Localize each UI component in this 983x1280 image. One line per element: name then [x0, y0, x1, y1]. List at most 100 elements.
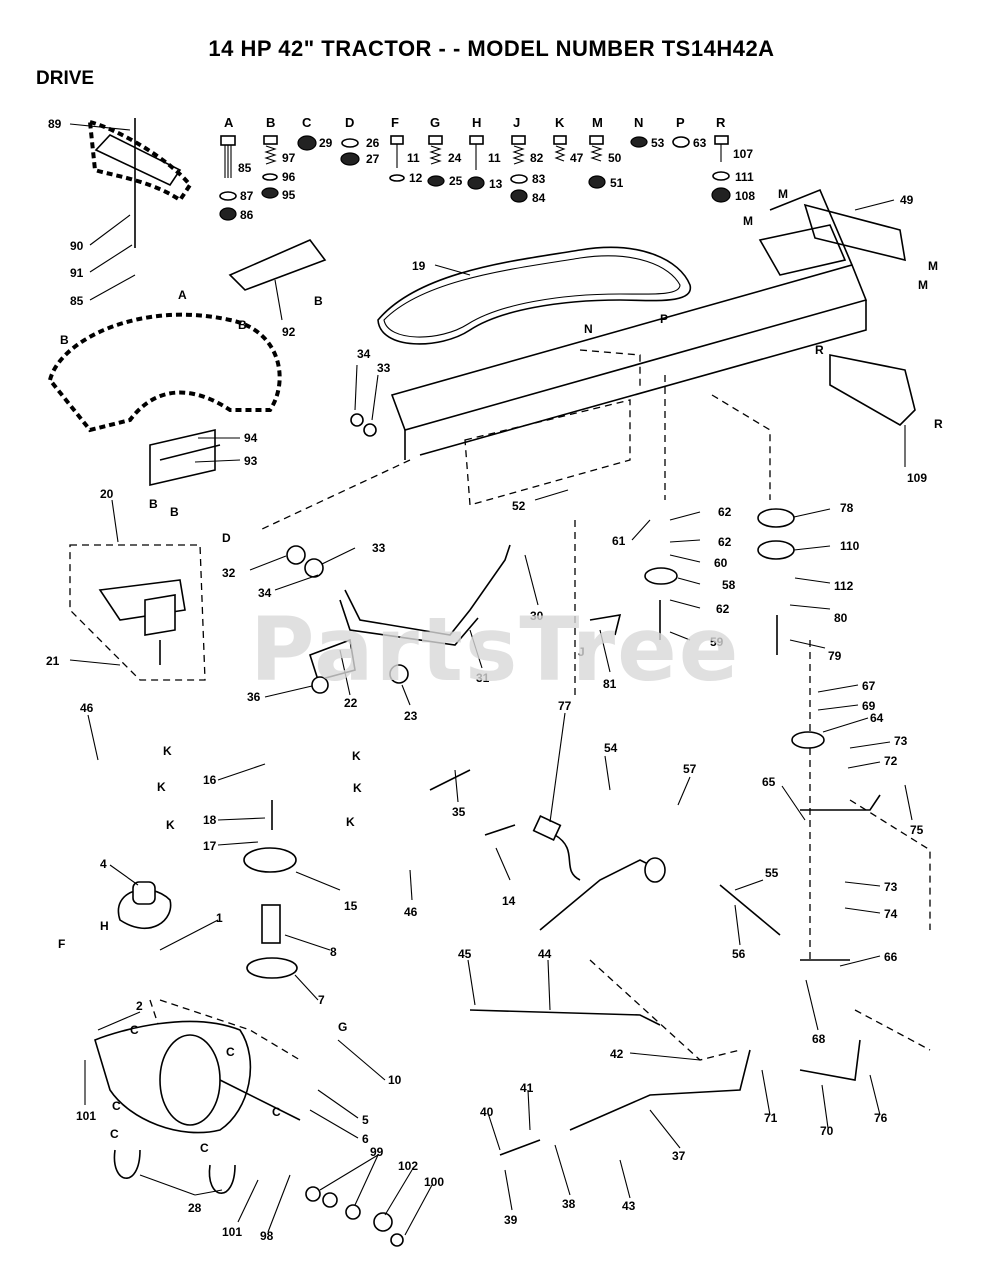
bolt-head-icon	[553, 135, 567, 145]
ref-letter-c2: C	[226, 1045, 235, 1059]
callout-67: 67	[862, 679, 876, 693]
callout-100: 100	[424, 1175, 444, 1189]
callout-2: 2	[136, 999, 143, 1013]
hw-letter-f: F	[391, 115, 399, 130]
callout-57: 57	[683, 762, 697, 776]
ref-letter-c5: C	[110, 1127, 119, 1141]
seat-bracket-outline	[87, 119, 193, 203]
callout-94: 94	[244, 431, 258, 445]
callout-45: 45	[458, 947, 472, 961]
callout-38: 38	[562, 1197, 576, 1211]
callout-54a: 54	[604, 741, 618, 755]
hw-num-g2: 25	[449, 174, 463, 188]
ref-letter-n: N	[584, 322, 593, 336]
callout-18: 18	[203, 813, 217, 827]
hw-num-d1: 26	[366, 136, 380, 150]
ref-letter-k3: K	[166, 818, 175, 832]
callout-98: 98	[260, 1229, 274, 1243]
callout-56: 56	[732, 947, 746, 961]
hw-num-j2: 83	[532, 172, 546, 186]
callout-73a: 73	[894, 734, 908, 748]
ref-letter-b2: B	[238, 318, 247, 332]
callout-44: 44	[538, 947, 552, 961]
nut-icon	[427, 175, 445, 187]
callout-14: 14	[502, 894, 516, 908]
callout-1: 1	[216, 911, 223, 925]
callout-110: 110	[840, 539, 860, 553]
bolt-head-icon	[469, 135, 484, 145]
hw-letter-n: N	[634, 115, 643, 130]
callout-40: 40	[480, 1105, 494, 1119]
frame-line-art	[47, 118, 931, 1247]
ref-letter-d: D	[222, 531, 231, 545]
hw-num-d2: 27	[366, 152, 380, 166]
callout-101b: 101	[222, 1225, 242, 1239]
hw-letter-p: P	[676, 115, 685, 130]
callout-62b: 62	[718, 535, 732, 549]
hardware-legend: A B C D F G H J K M N P R 85 87 86 97 96…	[219, 115, 755, 222]
washer-icon	[672, 136, 690, 148]
callout-labels: 89 90 91 85 92 19 49 34 33 94 93 20 52 1…	[46, 117, 927, 1243]
callout-73b: 73	[884, 880, 898, 894]
callout-81: 81	[603, 677, 617, 691]
section-title: DRIVE	[36, 68, 95, 89]
ref-letter-b5: B	[60, 333, 69, 347]
knob-4	[132, 881, 156, 905]
ref-letter-m1: M	[778, 187, 788, 201]
callout-85: 85	[70, 294, 84, 308]
callout-46a: 46	[80, 701, 94, 715]
hw-letter-c: C	[302, 115, 312, 130]
bolt-head-icon	[589, 135, 604, 145]
ref-letter-m2: M	[743, 214, 753, 228]
hw-num-j3: 84	[532, 191, 546, 205]
nut-icon	[261, 187, 279, 199]
hw-num-a2: 87	[240, 189, 254, 203]
callout-35: 35	[452, 805, 466, 819]
bracket-92	[228, 239, 327, 291]
ref-letter-k6: K	[346, 815, 355, 829]
callout-62c: 62	[716, 602, 730, 616]
callout-71: 71	[764, 1111, 778, 1125]
callout-55: 55	[765, 866, 779, 880]
ref-letter-g: G	[338, 1020, 347, 1034]
hw-num-j1: 82	[530, 151, 544, 165]
ref-letter-j: J	[578, 645, 585, 659]
ref-letter-k4: K	[352, 749, 361, 763]
callout-59: 59	[710, 635, 724, 649]
callout-43: 43	[622, 1199, 636, 1213]
ref-letter-m3: M	[928, 259, 938, 273]
hw-num-h2: 13	[489, 177, 503, 191]
callout-46b: 46	[404, 905, 418, 919]
callout-15: 15	[344, 899, 358, 913]
hw-num-f1: 11	[407, 151, 420, 165]
callout-70: 70	[820, 1124, 834, 1138]
callout-33b: 33	[372, 541, 386, 555]
callout-79: 79	[828, 649, 842, 663]
callout-34a: 34	[357, 347, 371, 361]
callout-80: 80	[834, 611, 848, 625]
hw-num-a1: 85	[238, 161, 252, 175]
hw-num-k1: 47	[570, 151, 584, 165]
callout-68: 68	[812, 1032, 826, 1046]
callout-75: 75	[910, 823, 924, 837]
hw-letter-h: H	[472, 115, 481, 130]
bracket-49	[803, 203, 906, 262]
watermark-logo: PartsTree	[250, 598, 741, 701]
callout-7: 7	[318, 993, 325, 1007]
washer-icon	[712, 171, 730, 181]
reference-letters: A B B B B B M M M M N P R R D J K K K K …	[58, 187, 943, 1155]
ref-letter-k2: K	[157, 780, 166, 794]
callout-99: 99	[370, 1145, 384, 1159]
callout-69: 69	[862, 699, 876, 713]
callout-39: 39	[504, 1213, 518, 1227]
hw-letter-a: A	[224, 115, 234, 130]
callout-65: 65	[762, 775, 776, 789]
callout-8: 8	[330, 945, 337, 959]
fender-outline	[47, 312, 282, 433]
ref-letter-r1: R	[815, 343, 824, 357]
callout-41: 41	[520, 1081, 534, 1095]
ref-letter-k1: K	[163, 744, 172, 758]
bolt-head-icon	[714, 135, 729, 145]
callout-49: 49	[900, 193, 914, 207]
